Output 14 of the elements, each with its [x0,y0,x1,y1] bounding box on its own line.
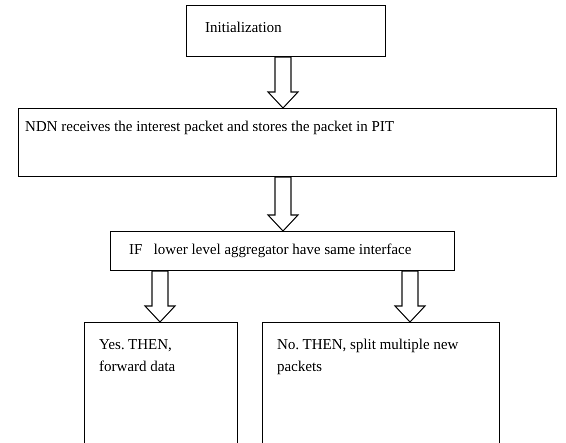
hollow-arrow [144,270,176,323]
box-text: NDN receives the interest packet and stores the packet in PIT [25,118,396,137]
box-text: Yes. THEN, forward data [99,336,176,377]
box-text: Initialization [205,19,283,38]
box-text: No. THEN, split multiple new packets [277,336,460,377]
box-text: IF lower level aggregator have same interface [129,241,412,260]
hollow-arrow [266,56,300,109]
process-box [186,5,386,57]
process-box [110,231,455,271]
process-box [84,322,238,443]
hollow-arrow [394,270,426,323]
process-box [262,322,500,443]
process-box [18,108,557,177]
hollow-arrow [266,176,300,232]
